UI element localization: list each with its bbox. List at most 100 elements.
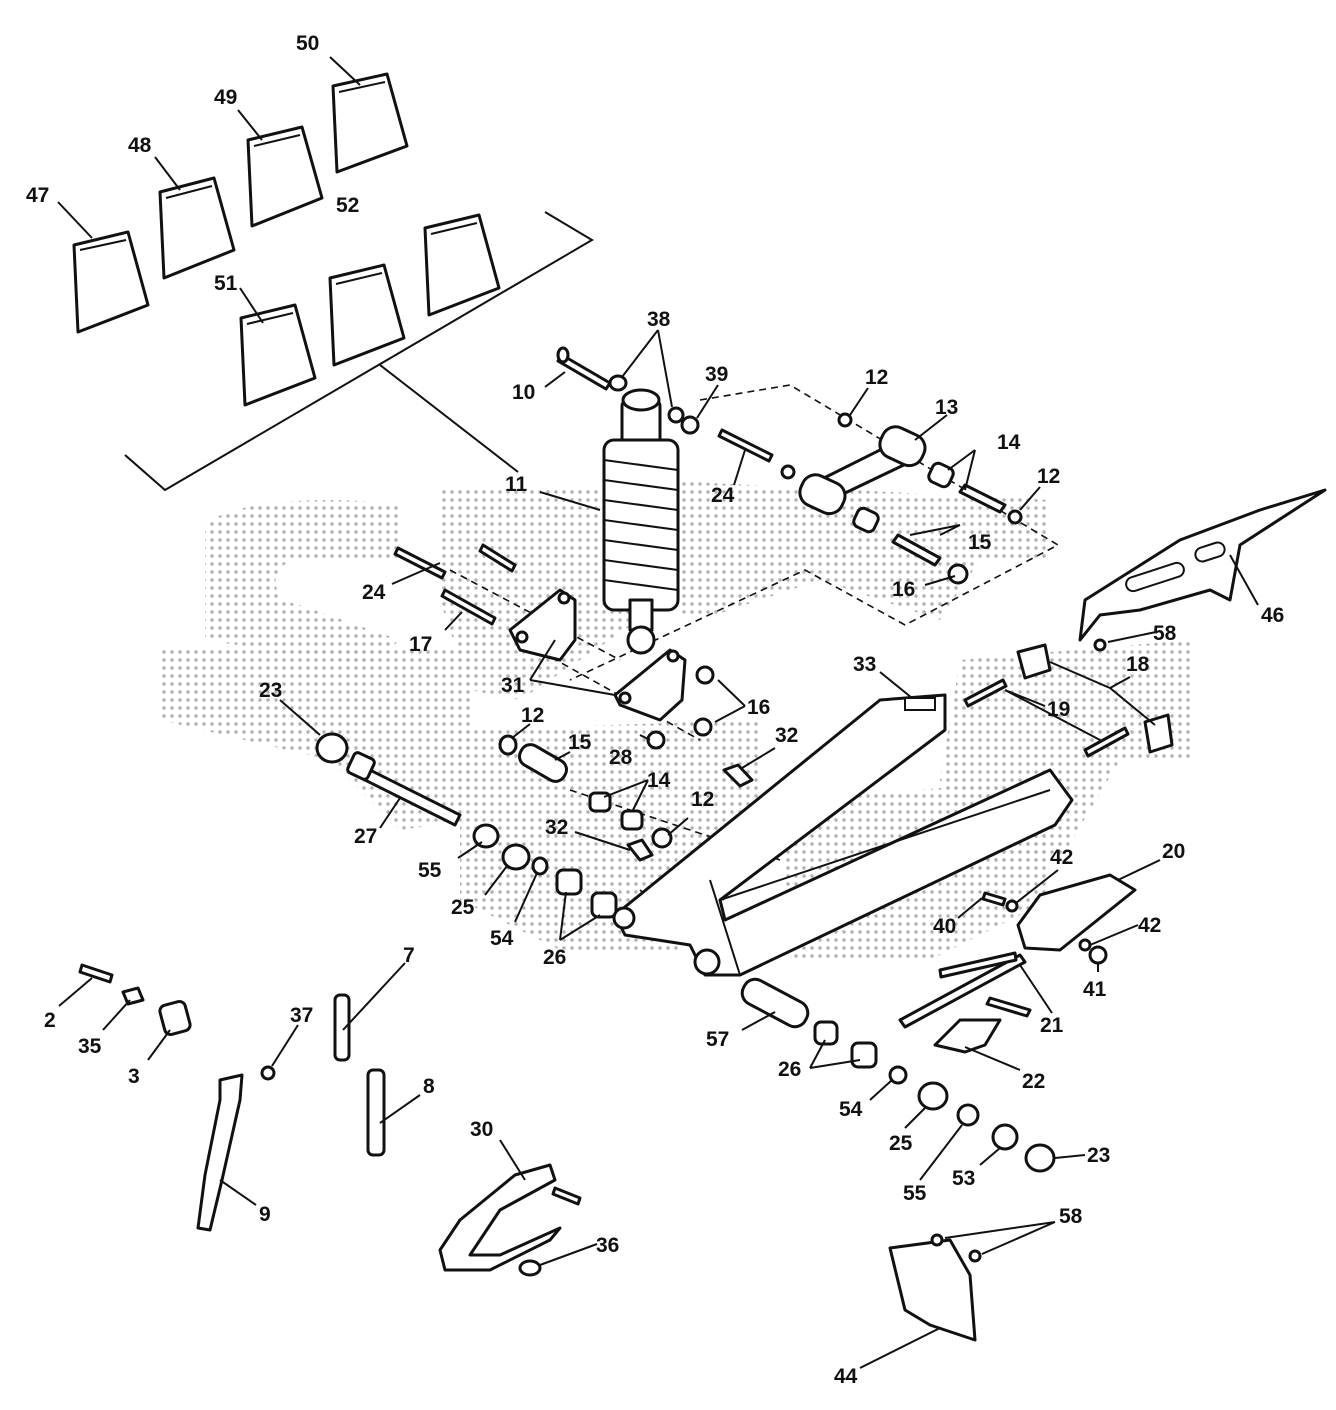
callout-14: 14: [647, 769, 671, 792]
guard-plate-icon: [888, 1238, 977, 1342]
callout-54: 54: [839, 1098, 863, 1121]
nut-icon: [947, 563, 969, 585]
callout-55: 55: [418, 859, 442, 882]
callout-27: 27: [354, 825, 377, 848]
chain-icon: [938, 951, 1018, 979]
chain-icon: [898, 953, 1027, 1029]
leader-lines: [57, 56, 1259, 1369]
seal-bag-icon: [246, 125, 324, 228]
callout-47: 47: [26, 184, 49, 207]
callout-41: 41: [1083, 978, 1107, 1001]
callout-17: 17: [409, 633, 432, 656]
callout-15: 15: [568, 731, 592, 754]
callout-36: 36: [596, 1234, 619, 1257]
callout-48: 48: [128, 134, 152, 157]
pin-icon: [78, 963, 114, 984]
callout-44: 44: [834, 1365, 858, 1388]
side-stand: [196, 1073, 244, 1232]
spacer-icon: [518, 743, 568, 783]
screw-icon: [981, 891, 1007, 907]
callout-26: 26: [778, 1058, 801, 1081]
washer-icon: [1093, 638, 1107, 652]
washer-icon: [531, 856, 549, 876]
shock-absorber: [602, 388, 680, 655]
bearing-icon: [813, 1020, 839, 1046]
callout-46: 46: [1261, 604, 1284, 627]
nut-icon: [693, 717, 713, 737]
nut-icon: [518, 1259, 542, 1277]
seal-bag-icon: [158, 176, 236, 280]
callout-16: 16: [747, 696, 770, 719]
chain-adjuster-icon: [1016, 643, 1052, 680]
o-ring-icon: [315, 732, 349, 764]
callout-2: 2: [44, 1009, 56, 1032]
callout-28: 28: [609, 746, 633, 769]
rocker-link: [798, 425, 1007, 567]
callout-54: 54: [490, 927, 514, 950]
washer-icon: [968, 1249, 982, 1263]
clip-icon: [626, 838, 654, 862]
screw-icon: [551, 1186, 582, 1206]
callout-35: 35: [78, 1035, 102, 1058]
nut-icon: [991, 1123, 1019, 1151]
callout-39: 39: [705, 363, 728, 386]
washer-icon: [930, 1233, 944, 1247]
chain-guard: [1078, 488, 1327, 642]
clip-icon: [722, 763, 754, 788]
callout-52: 52: [336, 194, 359, 217]
callout-16: 16: [892, 578, 915, 601]
bearing-icon: [850, 1041, 878, 1069]
seal-ring-icon: [498, 734, 518, 756]
callout-32: 32: [545, 816, 568, 839]
callout-11: 11: [505, 473, 528, 496]
nut-icon: [1088, 945, 1108, 965]
grease-nipple-icon: [121, 986, 145, 1006]
callout-12: 12: [521, 704, 544, 727]
callout-10: 10: [512, 381, 535, 404]
pin-icon: [985, 996, 1032, 1018]
callout-42: 42: [1050, 846, 1073, 869]
callout-37: 37: [290, 1004, 313, 1027]
callout-58: 58: [1153, 622, 1177, 645]
callout-labels: 50 49 48 47 52 51 38 10 39 12 13 14 12 1…: [26, 32, 1284, 1388]
callout-25: 25: [451, 896, 475, 919]
callout-3: 3: [128, 1065, 140, 1088]
chain-guide: [438, 1163, 562, 1272]
callout-20: 20: [1162, 840, 1185, 863]
callout-31: 31: [501, 674, 525, 697]
callout-38: 38: [647, 308, 671, 331]
callout-30: 30: [470, 1118, 493, 1141]
callout-50: 50: [296, 32, 319, 55]
bolt-24-icon: [717, 428, 774, 463]
link-plate: [613, 648, 687, 722]
washer-icon: [1005, 899, 1019, 913]
callout-49: 49: [214, 86, 237, 109]
callout-26: 26: [543, 946, 566, 969]
callout-12: 12: [865, 366, 888, 389]
seal-bag-icon: [331, 72, 409, 174]
washer-icon: [888, 1065, 908, 1085]
chain-slider: [1016, 873, 1137, 952]
callout-14: 14: [997, 431, 1021, 454]
nut-icon: [680, 415, 700, 435]
o-ring-icon: [1024, 1143, 1056, 1173]
seal-bag-icon: [239, 303, 317, 407]
bushing-cap-icon: [917, 1081, 949, 1111]
bearing-icon: [590, 891, 618, 919]
callout-42: 42: [1138, 914, 1161, 937]
callout-21: 21: [1040, 1014, 1064, 1037]
washer-icon: [956, 1103, 980, 1127]
callout-24: 24: [362, 581, 386, 604]
seal-ring-icon: [837, 412, 853, 428]
callout-12: 12: [691, 788, 714, 811]
washer-icon: [608, 374, 628, 392]
seal-bag-icon: [423, 213, 501, 317]
callout-25: 25: [889, 1132, 913, 1155]
screw-icon: [963, 678, 1008, 708]
callout-32: 32: [775, 724, 798, 747]
seal-ring-icon: [651, 827, 673, 849]
bearing-icon: [555, 868, 583, 896]
callout-22: 22: [1022, 1070, 1045, 1093]
callout-55: 55: [903, 1182, 927, 1205]
